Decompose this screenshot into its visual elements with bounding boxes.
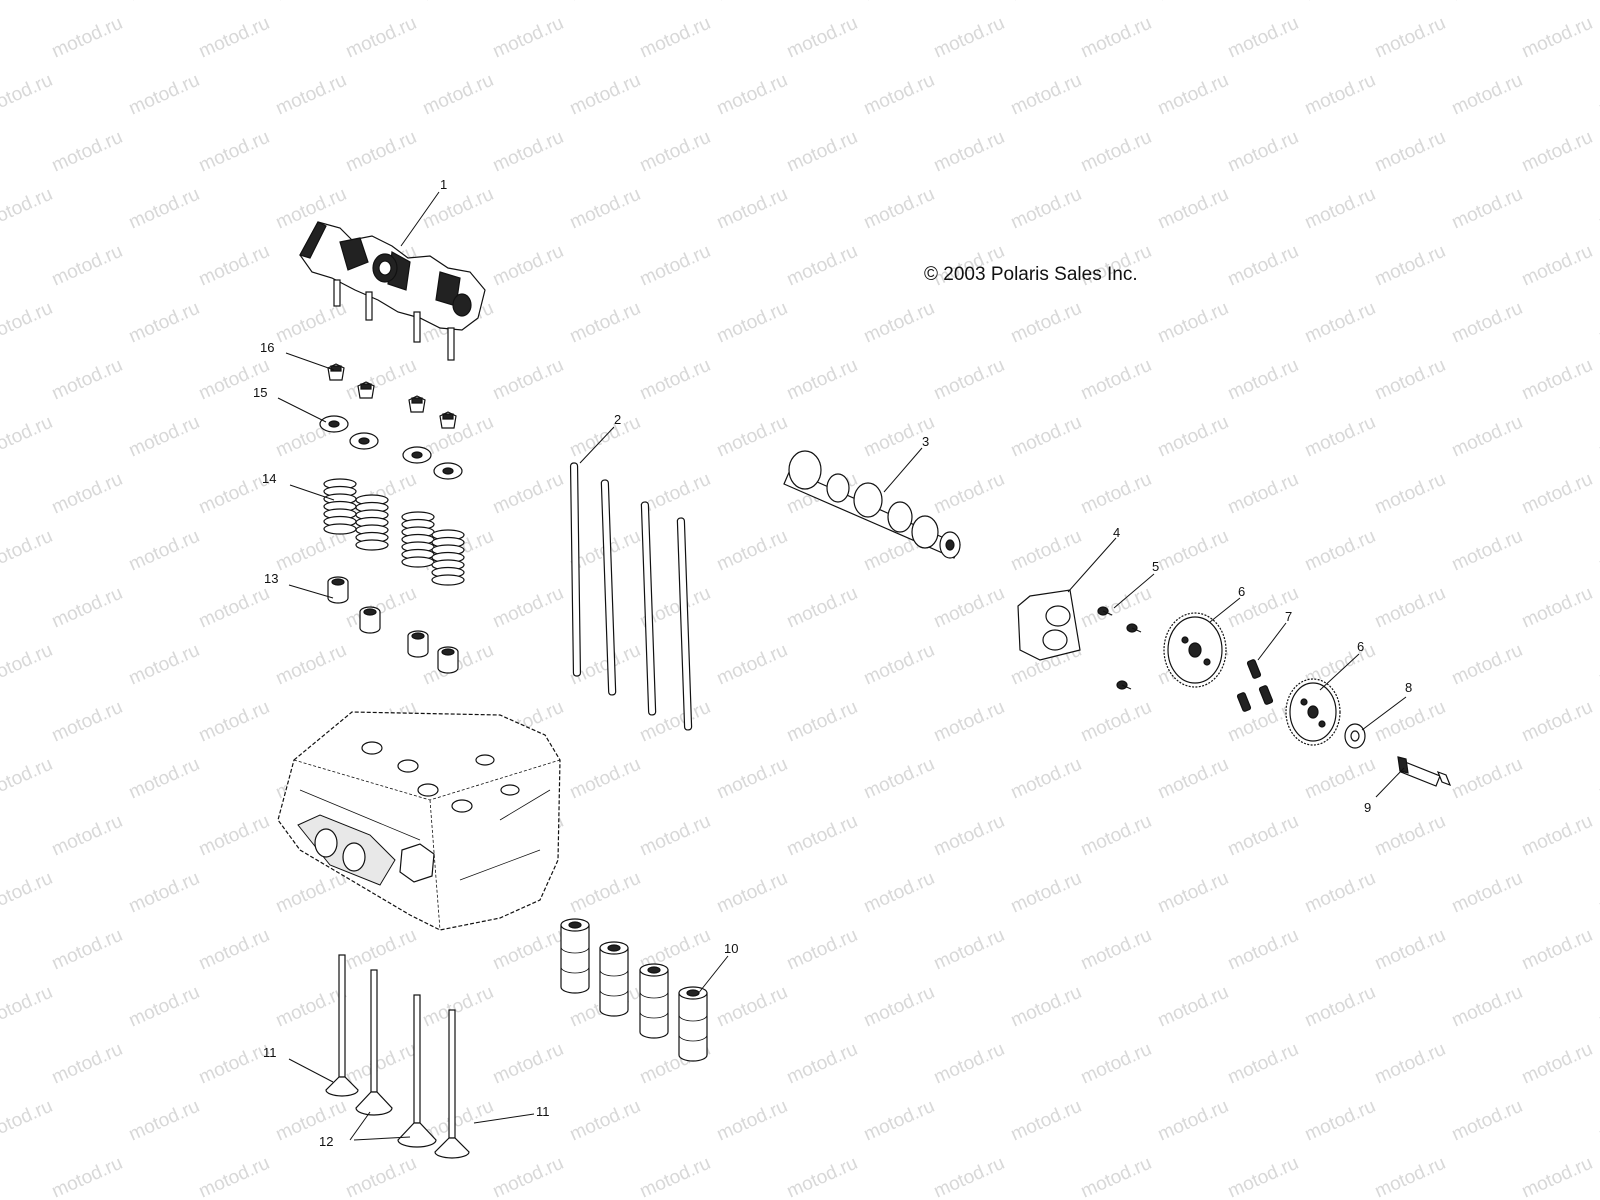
callout-10: 10 xyxy=(724,941,738,956)
screws xyxy=(1097,606,1142,690)
lifter-band xyxy=(599,989,629,997)
lifter-body xyxy=(639,969,669,1039)
lifter-socket xyxy=(607,944,621,952)
callout-13: 13 xyxy=(264,571,278,586)
lifter-body xyxy=(599,947,629,1017)
valve-lifters xyxy=(560,918,708,1062)
dowel-pins xyxy=(1236,659,1274,712)
spring-retainers xyxy=(319,415,463,480)
callout-15: 15 xyxy=(253,385,267,400)
callout-6-lower: 6 xyxy=(1357,639,1364,654)
lifter-socket xyxy=(647,966,661,974)
valve-stem-seals xyxy=(327,576,459,674)
callout-12: 12 xyxy=(319,1134,333,1149)
callout-labels: 1 2 3 4 5 6 7 6 8 9 10 11 11 12 13 14 15… xyxy=(253,177,1412,1149)
copyright-notice: © 2003 Polaris Sales Inc. xyxy=(924,264,1138,285)
callout-3: 3 xyxy=(922,434,929,449)
cover-plate xyxy=(1017,589,1081,661)
lifter-body xyxy=(678,992,708,1062)
camshaft xyxy=(783,450,961,559)
callout-5: 5 xyxy=(1152,559,1159,574)
callout-1: 1 xyxy=(440,177,447,192)
washer xyxy=(1344,723,1366,749)
callout-14: 14 xyxy=(262,471,276,486)
lifter-body xyxy=(560,924,590,994)
lifter-band xyxy=(560,966,590,974)
valves xyxy=(325,954,470,1159)
valve-springs xyxy=(323,478,465,586)
bolt xyxy=(1397,756,1452,787)
gear-lower xyxy=(1285,678,1341,746)
callout-7: 7 xyxy=(1285,609,1292,624)
lifter-band xyxy=(678,1034,708,1042)
cylinder-head xyxy=(277,711,561,931)
callout-6-upper: 6 xyxy=(1238,584,1245,599)
lifter-band xyxy=(639,1011,669,1019)
rocker-arm-assembly xyxy=(299,221,486,361)
valve-keepers xyxy=(327,363,457,429)
callout-16: 16 xyxy=(260,340,274,355)
gear-upper xyxy=(1163,612,1227,688)
lifter-band xyxy=(599,969,629,977)
lifter-socket xyxy=(568,921,582,929)
lifter-band xyxy=(639,991,669,999)
leader-lines xyxy=(277,191,1407,1141)
callout-9: 9 xyxy=(1364,800,1371,815)
lifter-band xyxy=(560,946,590,954)
callout-2: 2 xyxy=(614,412,621,427)
spring-coil xyxy=(355,539,389,551)
callout-11-right: 11 xyxy=(536,1104,550,1119)
spring-coil xyxy=(323,523,357,535)
callout-11-left: 11 xyxy=(263,1045,277,1060)
push-rods xyxy=(569,462,693,731)
callout-8: 8 xyxy=(1405,680,1412,695)
lifter-band xyxy=(678,1014,708,1022)
callout-4: 4 xyxy=(1113,525,1120,540)
spring-coil xyxy=(431,574,465,586)
spring-coil xyxy=(401,556,435,568)
